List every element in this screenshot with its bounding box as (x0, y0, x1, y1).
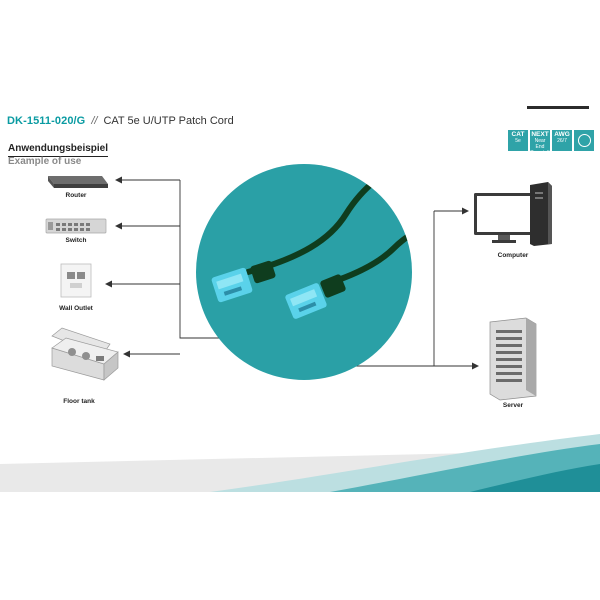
cat-badge-bottom: 5e (515, 138, 521, 144)
rj45-connector-left (211, 260, 276, 303)
switch-icon (45, 218, 107, 234)
server-icon (489, 317, 537, 401)
footer-decoration (0, 430, 600, 492)
cable-strand-b (335, 225, 412, 283)
model-number: DK-1511-020/G (7, 115, 86, 127)
switch-label: Switch (65, 237, 87, 244)
cable-strand-a (245, 177, 379, 275)
next-badge-top: NEXT (531, 131, 549, 138)
awg-badge-bottom: 26/7 (557, 138, 567, 144)
spec-badges: CAT 5e NEXT Near End Crosstalk AWG 26/7 (508, 130, 594, 156)
trunk-left (179, 180, 222, 339)
floor-tank-icon (51, 327, 119, 381)
top-rule (527, 106, 589, 109)
wall-outlet-icon (60, 263, 92, 298)
halogen-free-icon (577, 134, 591, 147)
wall-outlet-label: Wall Outlet (59, 305, 93, 312)
connection-lines (105, 176, 479, 370)
router-icon (48, 176, 108, 188)
document-header: DK-1511-020/G // CAT 5e U/UTP Patch Cord (7, 114, 234, 128)
next-badge: NEXT Near End Crosstalk (530, 130, 551, 156)
computer-icon (474, 182, 552, 246)
header-separator: // (91, 115, 98, 127)
section-title-english: Example of use (8, 156, 82, 167)
halogen-free-badge (574, 130, 594, 151)
cat-badge: CAT 5e (508, 130, 528, 151)
cable-illustration (196, 164, 412, 380)
awg-badge-top: AWG (554, 131, 570, 138)
computer-label: Computer (497, 252, 529, 259)
floor-tank-label: Floor tank (63, 398, 95, 405)
rj45-connector-right (285, 274, 346, 319)
product-name: CAT 5e U/UTP Patch Cord (103, 115, 234, 127)
usage-diagram (45, 164, 552, 401)
next-badge-bottom: Near End Crosstalk (530, 138, 551, 156)
cable-backdrop-circle (196, 164, 412, 380)
section-title-german: Anwendungsbeispiel (8, 143, 109, 157)
server-label: Server (502, 402, 524, 409)
cat-badge-top: CAT (511, 131, 525, 138)
awg-badge: AWG 26/7 (552, 130, 572, 151)
router-label: Router (65, 192, 87, 199)
